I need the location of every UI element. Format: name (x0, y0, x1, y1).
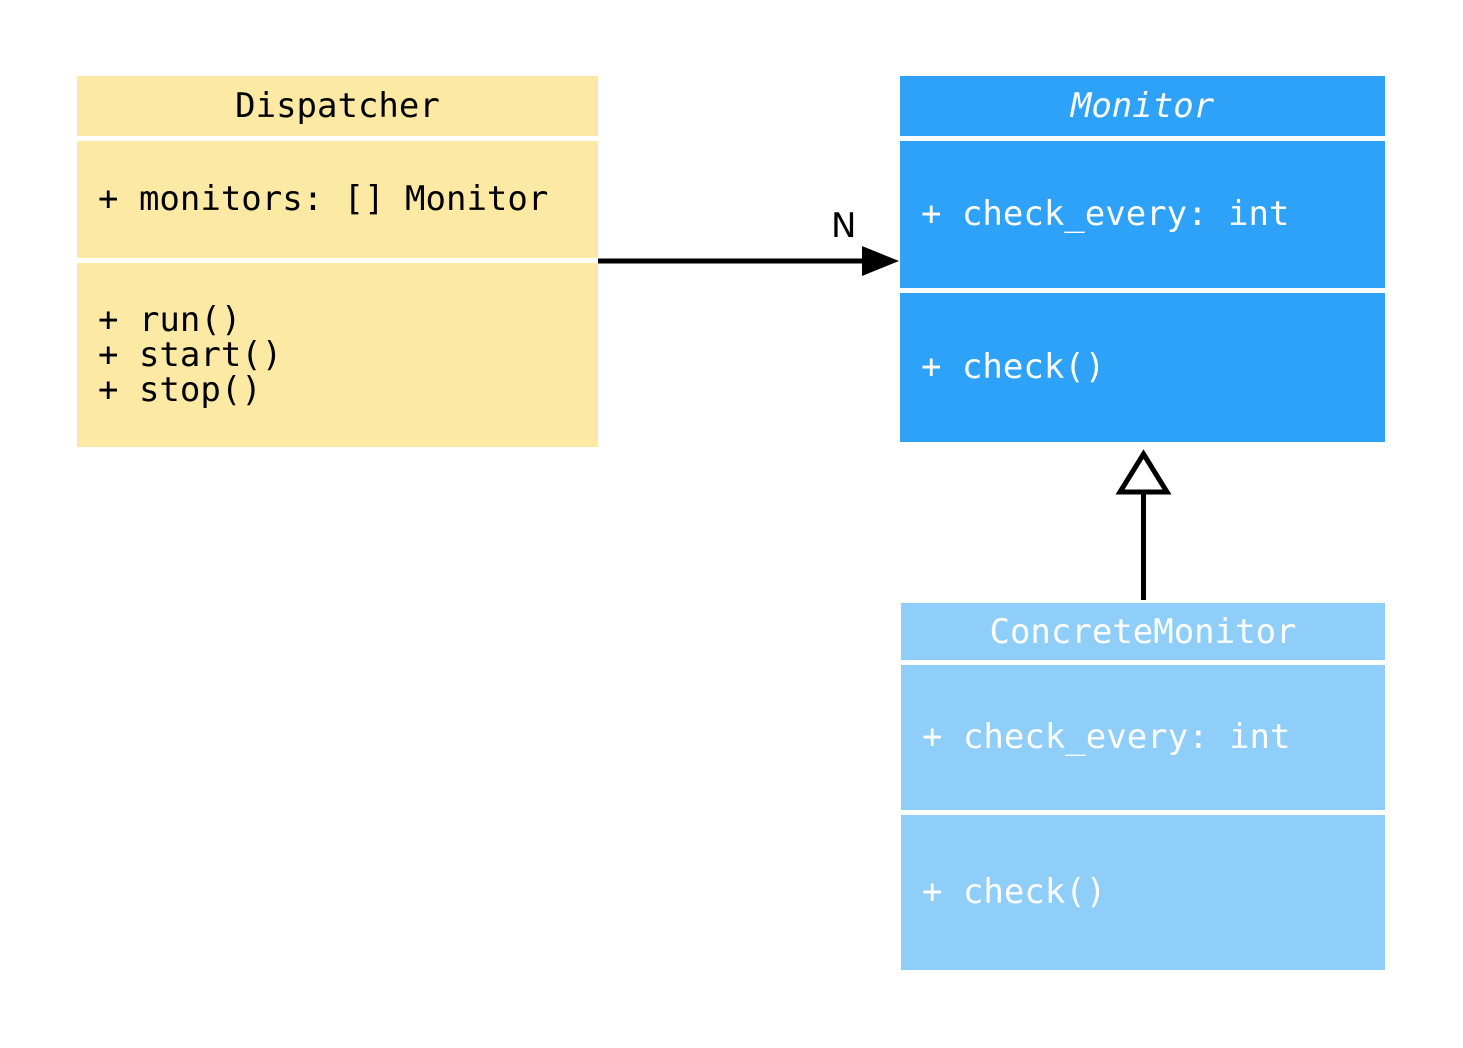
class-methods-dispatcher: + run() + start() + stop() (77, 263, 598, 447)
class-box-monitor: Monitor + check_every: int + check() (900, 76, 1385, 442)
method-line: + check() (922, 872, 1107, 912)
hollow-triangle-icon (1115, 449, 1172, 495)
filled-arrowhead-icon (862, 246, 899, 276)
class-name-label: Monitor (1070, 86, 1215, 126)
method-line: + start() (98, 334, 283, 375)
attribute-line: + check_every: int (922, 717, 1291, 757)
class-methods-monitor: + check() (900, 293, 1385, 442)
class-attributes-monitor: + check_every: int (900, 141, 1385, 288)
class-title-monitor: Monitor (900, 76, 1385, 136)
class-methods-concrete-monitor: + check() (901, 815, 1385, 970)
class-attributes-concrete-monitor: + check_every: int (901, 665, 1385, 810)
class-name-label: Dispatcher (235, 86, 440, 126)
association-arrow-dispatcher-to-monitor (598, 246, 899, 276)
class-attributes-dispatcher: + monitors: [] Monitor (77, 141, 598, 258)
class-box-dispatcher: Dispatcher + monitors: [] Monitor + run(… (77, 76, 598, 447)
method-line: + run() (98, 299, 242, 340)
association-multiplicity-label: N (831, 206, 857, 246)
method-line: + check() (921, 347, 1106, 387)
class-box-concrete-monitor: ConcreteMonitor + check_every: int + che… (901, 603, 1385, 970)
generalization-arrow-concretemonitor-to-monitor (1115, 449, 1172, 600)
attribute-line: + monitors: [] Monitor (98, 179, 549, 219)
class-name-label: ConcreteMonitor (989, 611, 1297, 652)
class-title-concrete-monitor: ConcreteMonitor (901, 603, 1385, 660)
method-line: + stop() (98, 369, 262, 410)
attribute-line: + check_every: int (921, 194, 1290, 234)
class-title-dispatcher: Dispatcher (77, 76, 598, 136)
